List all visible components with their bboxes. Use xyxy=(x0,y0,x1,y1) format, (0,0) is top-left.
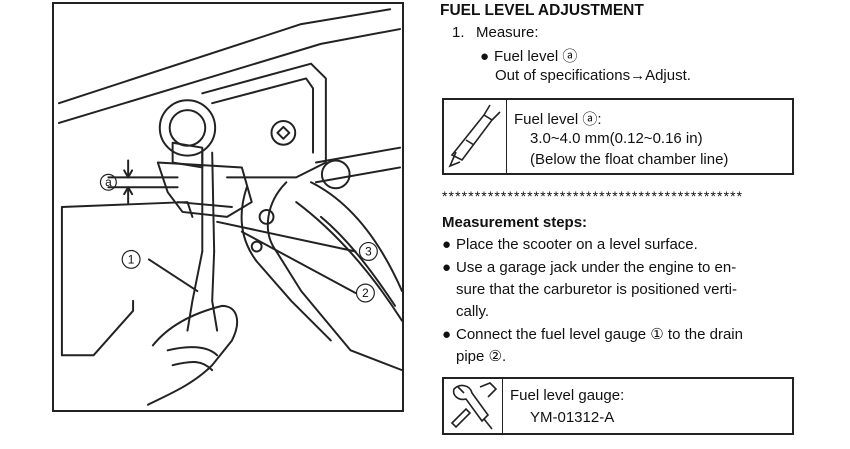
step-bullet-2-line-1: Use a garage jack under the engine to en… xyxy=(456,259,737,276)
step-label: Measure: xyxy=(476,24,539,41)
step-bullet-2: ●Use a garage jack under the engine to e… xyxy=(442,259,736,276)
spec-note: (Below the float chamber line) xyxy=(530,151,729,168)
measure-note: Out of specifications→Adjust. xyxy=(495,67,691,84)
measurement-steps-heading: Measurement steps: xyxy=(442,214,588,231)
section-heading: FUEL LEVEL ADJUSTMENT xyxy=(440,2,644,19)
spec-box: Fuel level ⓐ: 3.0~4.0 mm(0.12~0.16 in) (… xyxy=(442,98,794,175)
tool-title: Fuel level gauge: xyxy=(510,387,625,404)
step-bullet-1-text: Place the scooter on a level surface. xyxy=(456,236,698,253)
spec-value: 3.0~4.0 mm(0.12~0.16 in) xyxy=(530,130,703,147)
label-a-circle xyxy=(99,173,117,191)
label-2-circle xyxy=(355,283,375,303)
label-a: a xyxy=(105,175,112,189)
tool-part-number: YM-01312-A xyxy=(530,409,615,426)
label-3-circle xyxy=(358,241,378,261)
carburetor-figure: a 1 2 3 xyxy=(52,2,404,412)
bullet-dot: ● xyxy=(442,259,452,276)
label-1-circle xyxy=(121,249,141,269)
step-bullet-3: ●Connect the fuel level gauge ① to the d… xyxy=(442,325,743,343)
measure-item-text: Fuel level ⓐ xyxy=(494,48,578,65)
bullet-dot: ● xyxy=(442,236,452,253)
carburetor-illustration: a 1 2 3 xyxy=(57,8,402,406)
spec-title: Fuel level ⓐ: xyxy=(514,111,602,128)
step-number: 1. xyxy=(452,24,465,41)
bullet-dot: ● xyxy=(480,48,490,65)
step-bullet-3-line-1: Connect the fuel level gauge ① to the dr… xyxy=(456,326,743,343)
label-1: 1 xyxy=(128,252,135,266)
step-bullet-3-line-2: pipe ②. xyxy=(456,348,507,365)
step-bullet-2-line-3: cally. xyxy=(456,303,490,320)
measure-item: ●Fuel level ⓐ xyxy=(480,45,577,66)
label-2: 2 xyxy=(362,286,369,300)
bullet-dot: ● xyxy=(442,326,452,343)
caliper-icon xyxy=(444,100,507,173)
tool-box: Fuel level gauge: YM-01312-A xyxy=(442,377,794,435)
label-3: 3 xyxy=(365,244,372,258)
separator-stars: ****************************************… xyxy=(442,188,744,204)
step-bullet-2-line-2: sure that the carburetor is positioned v… xyxy=(456,281,737,298)
wrench-tool-icon xyxy=(444,379,503,433)
step-bullet-1: ●Place the scooter on a level surface. xyxy=(442,236,698,253)
